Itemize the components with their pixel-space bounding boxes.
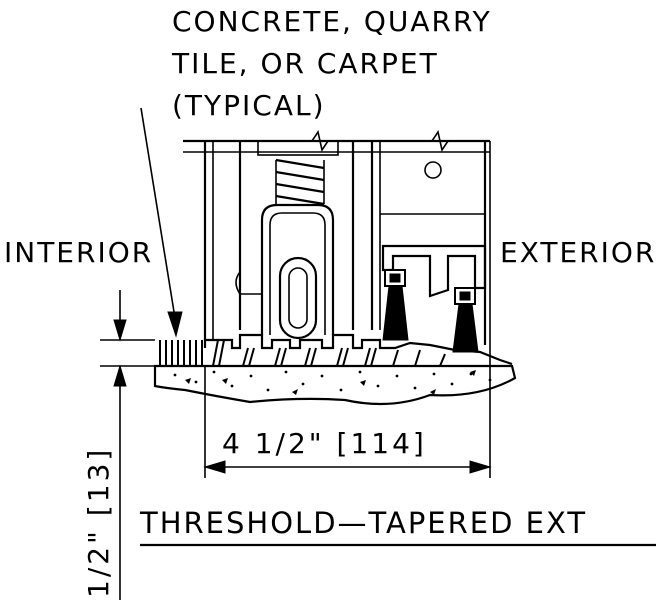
note-leader-arrowhead [167, 311, 183, 338]
concrete-slab [153, 364, 517, 406]
weatherstrip-clip-right-core [459, 291, 471, 301]
concrete-stipple [173, 370, 492, 395]
brush-seal-right [452, 303, 479, 353]
roller-carriage-inner [269, 212, 326, 335]
roller-wheel-inner [288, 267, 308, 329]
width-dimension-label: 4 1/2" [114] [222, 427, 427, 460]
carriage-arm-left [235, 271, 262, 295]
note-line-3: (TYPICAL) [172, 89, 326, 122]
break-mark-right [420, 129, 460, 153]
sash-screw-hole [424, 161, 442, 179]
brush-seal-left [382, 285, 409, 341]
width-dim-arrowhead-left [203, 460, 226, 474]
threshold-ribs [212, 339, 446, 367]
roller-wheel [278, 256, 318, 340]
note-line-1: CONCRETE, QUARRY [172, 5, 492, 38]
height-dim-arrowhead-bottom [113, 364, 127, 387]
width-dim-arrowhead-right [469, 460, 492, 474]
height-dimension-label: 1/2" [13] [82, 447, 115, 598]
floor-covering-hatch [159, 340, 203, 366]
weatherstrip-clip-left-core [389, 273, 401, 283]
roller-carriage [260, 203, 335, 335]
exterior-label: EXTERIOR [500, 236, 656, 269]
note-leader-line [140, 107, 176, 319]
spring-housing [257, 140, 339, 156]
interior-label: INTERIOR [4, 236, 153, 269]
height-dim-arrowhead-top [113, 319, 127, 342]
detail-title: THRESHOLD—TAPERED EXT [139, 506, 587, 540]
spring-coil [275, 158, 325, 206]
threshold-profile [203, 333, 513, 366]
note-line-2: TILE, OR CARPET [171, 47, 439, 80]
